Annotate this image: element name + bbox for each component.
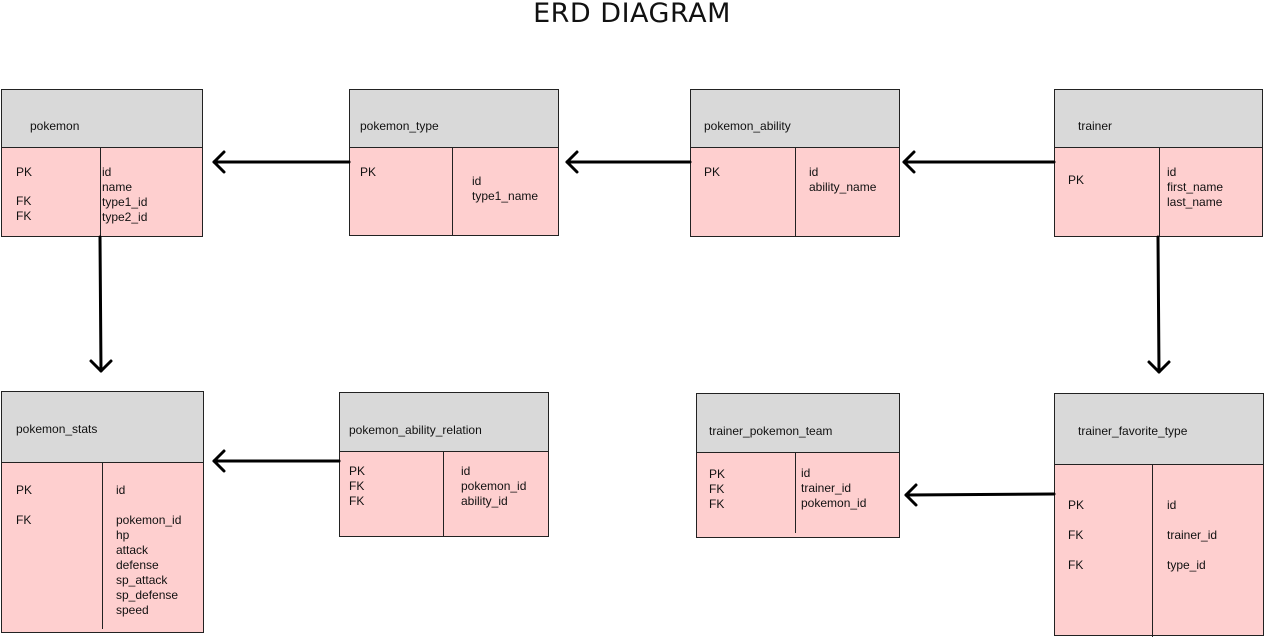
field-label: type_id <box>1167 558 1206 572</box>
key-label: FK <box>709 482 725 496</box>
key-label: PK <box>1068 173 1085 187</box>
entity-name: trainer <box>1078 119 1113 133</box>
field-label: ability_id <box>461 494 508 508</box>
key-label: PK <box>704 165 721 179</box>
entity-name: pokemon_stats <box>16 422 98 436</box>
entity-pokemon[interactable]: pokemon PK FK FK id name type1_id type2_… <box>1 89 203 244</box>
column-divider <box>100 148 101 244</box>
field-label: id <box>809 165 819 179</box>
column-divider <box>1152 465 1153 637</box>
key-label: FK <box>709 497 725 511</box>
key-label: PK <box>349 464 366 478</box>
entity-name: pokemon_ability <box>704 119 791 133</box>
field-label: last_name <box>1167 195 1223 209</box>
field-label: ability_name <box>809 180 877 194</box>
field-label: id <box>102 165 112 179</box>
field-label: speed <box>116 603 149 617</box>
key-label: FK <box>1068 558 1084 572</box>
field-label: type1_id <box>102 195 148 209</box>
arrow-pokemon-type-to-pokemon <box>212 150 351 174</box>
field-label: hp <box>116 528 130 542</box>
column-divider <box>452 148 453 236</box>
field-label: type1_name <box>472 189 539 203</box>
field-label: trainer_id <box>1167 528 1218 542</box>
key-label: PK <box>1068 498 1085 512</box>
entity-name: trainer_favorite_type <box>1078 424 1188 438</box>
field-label: id <box>1167 498 1177 512</box>
entity-trainer-pokemon-team[interactable]: trainer_pokemon_team PK FK FK id trainer… <box>696 393 900 538</box>
entity-name: pokemon <box>30 119 80 133</box>
key-label: PK <box>16 165 33 179</box>
key-label: FK <box>349 479 365 493</box>
entity-pokemon-ability[interactable]: pokemon_ability PK id ability_name <box>690 89 900 237</box>
key-label: PK <box>360 165 377 179</box>
arrow-pokemon-ability-relation-to-pokemon-stats <box>212 449 341 473</box>
field-label: pokemon_id <box>116 513 182 527</box>
field-label: id <box>116 483 126 497</box>
column-divider <box>102 463 103 629</box>
field-label: sp_attack <box>116 573 168 587</box>
diagram-title: ERD DIAGRAM <box>533 0 731 29</box>
entity-pokemon-stats[interactable]: pokemon_stats PK FK id pokemon_id hp att… <box>1 391 204 633</box>
key-label: FK <box>16 209 32 223</box>
key-label: PK <box>16 483 33 497</box>
column-divider <box>795 148 796 237</box>
entity-pokemon-ability-relation[interactable]: pokemon_ability_relation PK FK FK id pok… <box>339 392 549 537</box>
entity-pokemon-type[interactable]: pokemon_type PK id type1_name <box>349 89 559 236</box>
field-label: type2_id <box>102 210 148 224</box>
field-label: defense <box>116 558 159 572</box>
field-label: id <box>801 466 811 480</box>
field-label: id <box>1167 165 1177 179</box>
entity-name: pokemon_ability_relation <box>349 423 482 437</box>
field-label: sp_defense <box>116 588 179 602</box>
entity-name: pokemon_type <box>360 119 439 133</box>
field-label: id <box>461 464 471 478</box>
key-label: FK <box>16 194 32 208</box>
key-label: PK <box>709 467 726 481</box>
field-label: id <box>472 174 482 188</box>
key-label: FK <box>16 513 32 527</box>
arrow-pokemon-ability-to-pokemon-type <box>565 150 692 174</box>
field-label: pokemon_id <box>461 479 527 493</box>
arrow-trainer-to-pokemon-ability <box>902 150 1056 174</box>
arrow-trainer-to-trainer-favorite-type <box>1147 235 1171 374</box>
column-divider <box>795 453 796 533</box>
column-divider <box>443 452 444 537</box>
entity-name: trainer_pokemon_team <box>709 424 833 438</box>
field-label: first_name <box>1167 180 1224 194</box>
field-label: attack <box>116 543 149 557</box>
entity-trainer-favorite-type[interactable]: trainer_favorite_type PK FK FK id traine… <box>1054 393 1264 637</box>
arrow-pokemon-to-pokemon-stats <box>89 235 113 373</box>
field-label: pokemon_id <box>801 496 867 510</box>
arrow-trainer-favorite-type-to-trainer-pokemon-team <box>904 483 1056 507</box>
column-divider <box>1159 148 1160 237</box>
key-label: FK <box>349 494 365 508</box>
field-label: name <box>102 180 133 194</box>
key-label: FK <box>1068 528 1084 542</box>
field-label: trainer_id <box>801 481 852 495</box>
